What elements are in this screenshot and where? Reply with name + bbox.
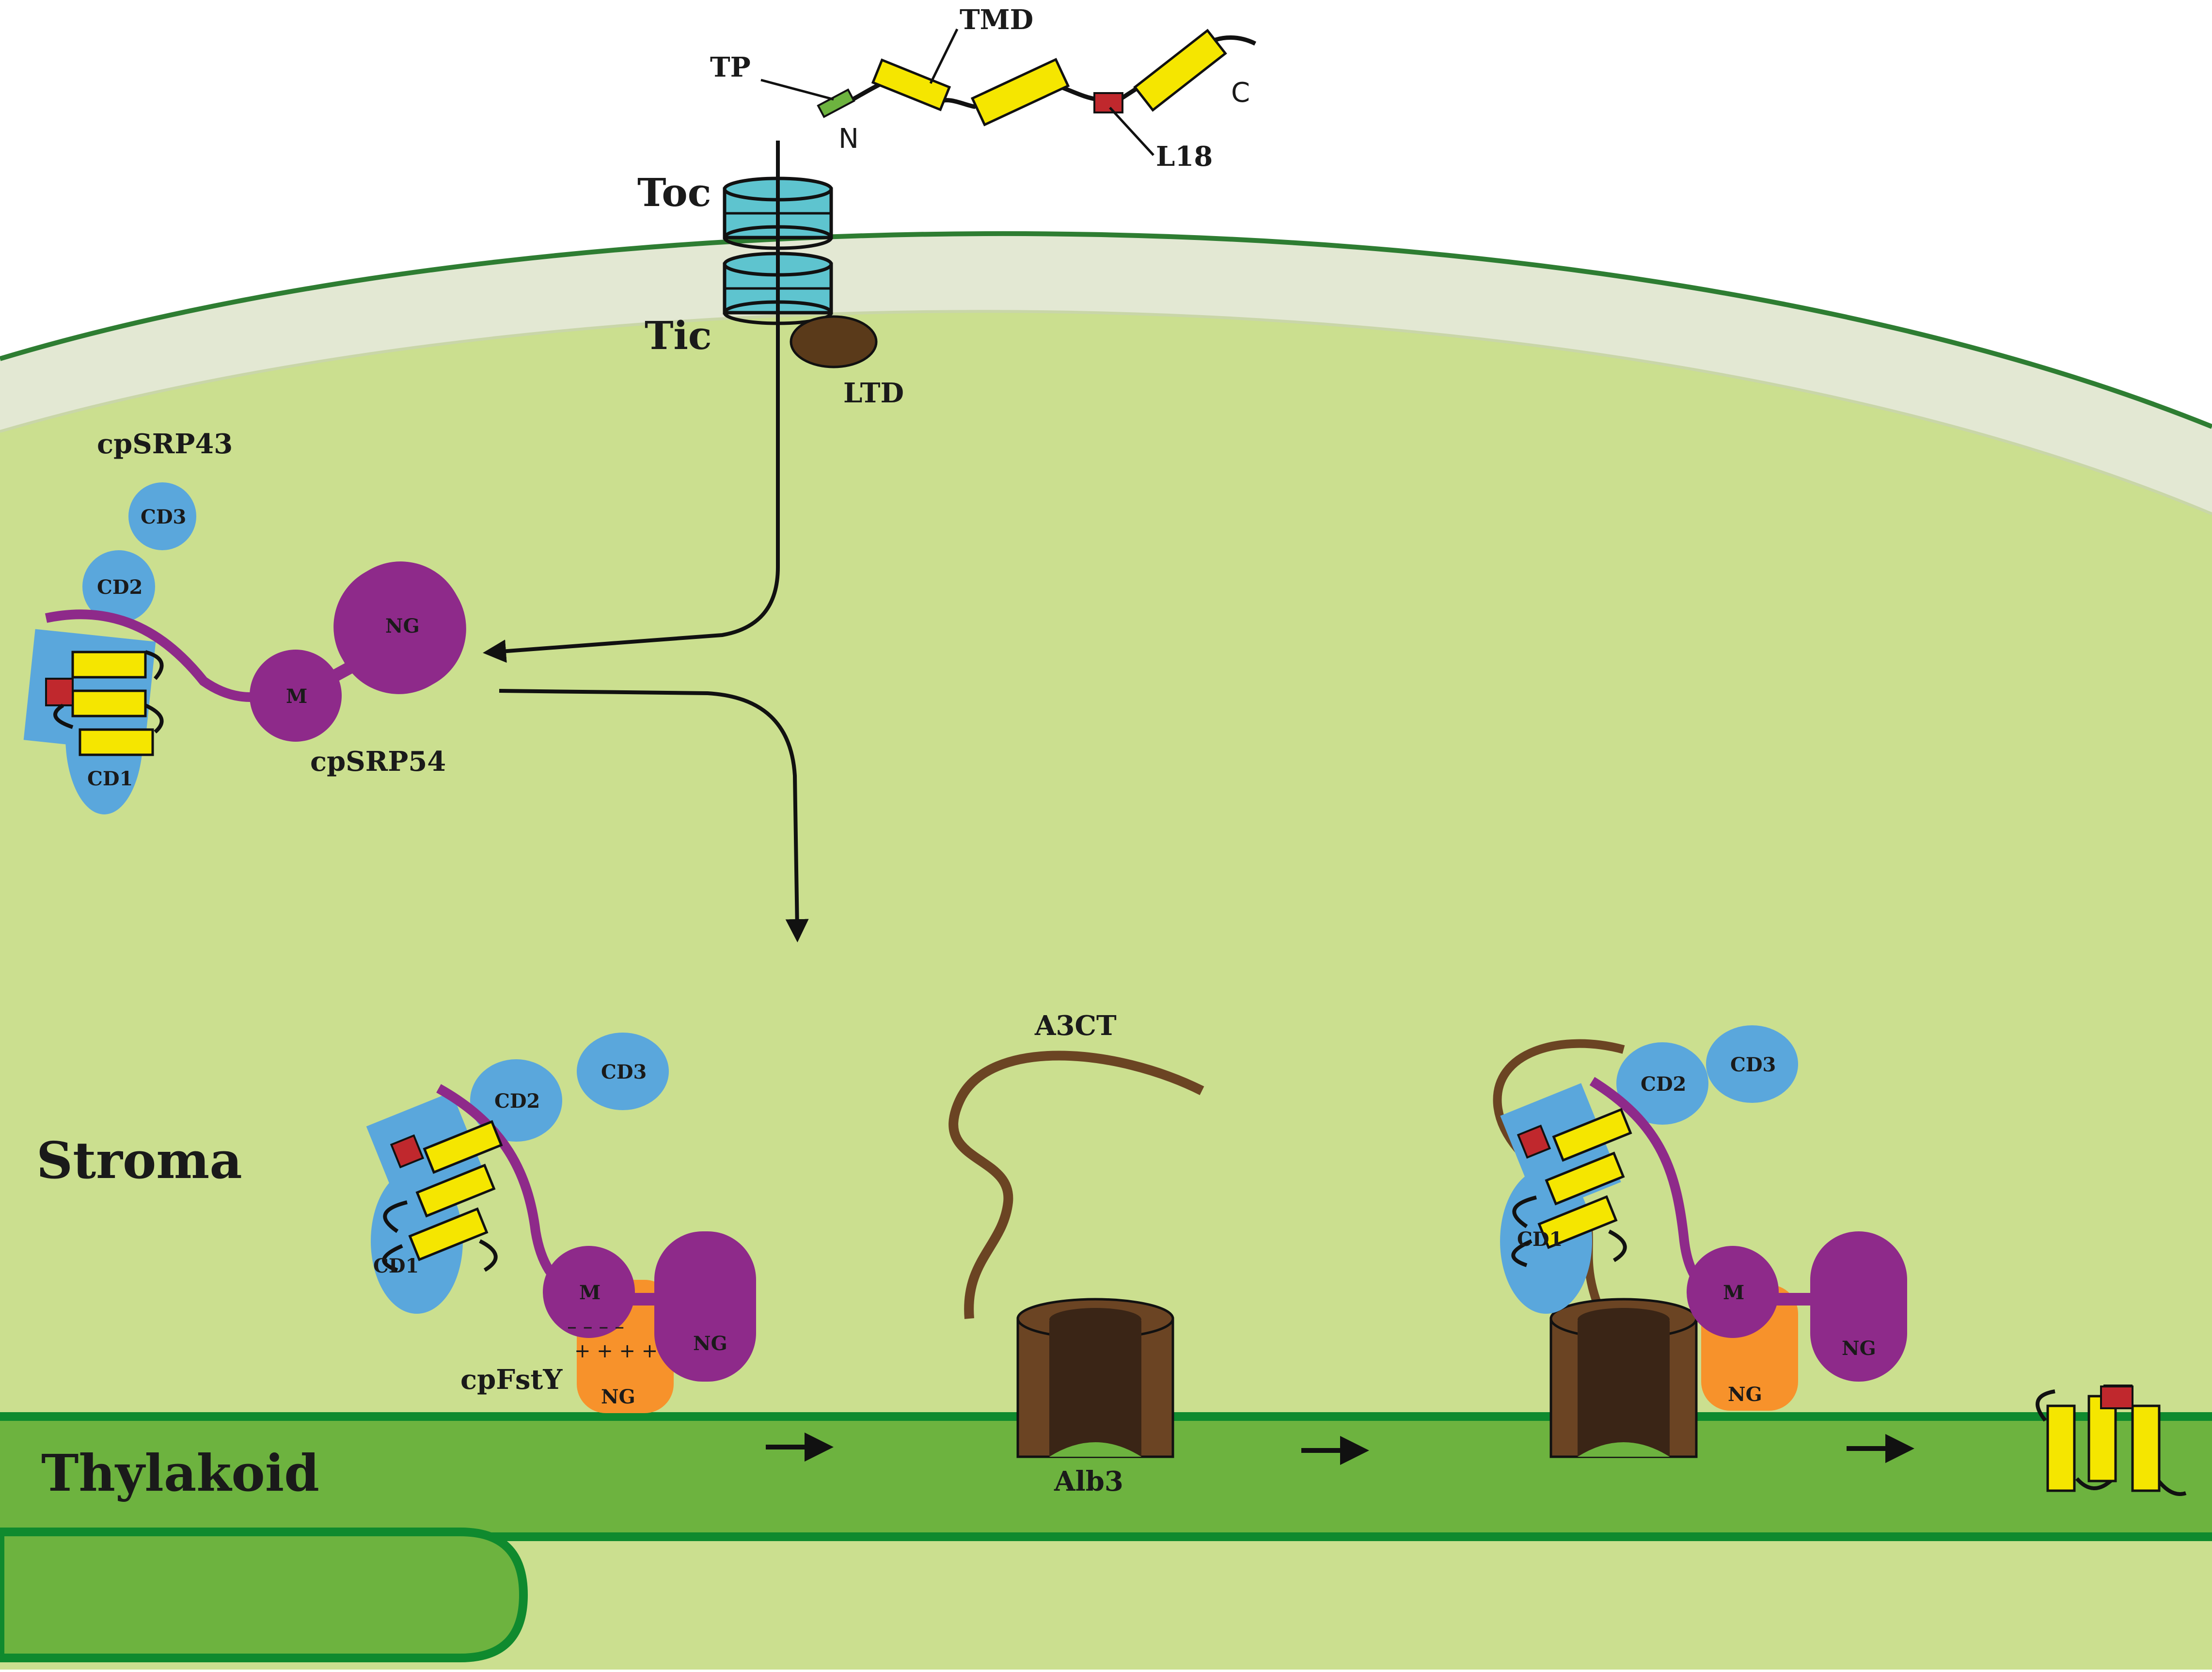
label-ng-c: NG (601, 1385, 635, 1408)
label-ng-d: NG (1842, 1337, 1876, 1360)
toc-complex (723, 176, 833, 250)
cd2-domain (82, 550, 155, 623)
label-cd2-a: CD2 (97, 576, 142, 599)
label-tic: Tic (645, 313, 712, 358)
label-tp: TP (710, 51, 751, 83)
label-cd3-a: CD3 (141, 506, 186, 528)
charge-positive: + + + + (574, 1340, 658, 1362)
precursor-protein (760, 28, 1257, 156)
process-arrows (766, 1433, 1914, 1465)
label-cd1-a: CD1 (87, 767, 133, 790)
charge-negative: – – – – (567, 1316, 624, 1338)
label-ng-b: NG (693, 1332, 727, 1355)
thylakoid-grana-stack (0, 1528, 528, 1662)
label-cd3-b: CD3 (601, 1061, 647, 1083)
handover-complex (1493, 1025, 1907, 1458)
label-m-c: M (1723, 1281, 1744, 1304)
tmd-1 (871, 58, 951, 111)
tmd-2 (970, 58, 1070, 127)
label-m-a: M (286, 685, 307, 708)
label-cpsrp43: cpSRP43 (97, 428, 233, 460)
label-a3ct: A3CT (1034, 1010, 1117, 1042)
lhcp-helix-2 (71, 689, 147, 717)
import-path (483, 141, 780, 663)
tic-complex (723, 252, 833, 325)
label-ng-e: NG (1728, 1383, 1762, 1406)
transit-peptide (817, 88, 855, 118)
label-cd2-c: CD2 (1641, 1073, 1686, 1096)
label-cd1-c: CD1 (1517, 1228, 1563, 1251)
transit-complex (23, 482, 466, 814)
ltd-domain (790, 315, 878, 368)
label-cpftsy: cpFstY (460, 1364, 563, 1396)
label-m-b: M (579, 1281, 600, 1304)
tmd-3 (1133, 29, 1227, 112)
label-toc: Toc (637, 170, 711, 215)
label-n-terminus: N (838, 123, 859, 155)
label-cpsrp54: cpSRP54 (310, 746, 446, 778)
envelope-inner-membrane (0, 310, 2212, 515)
label-ltd: LTD (843, 377, 904, 409)
label-alb3: Alb3 (1054, 1465, 1123, 1497)
label-c-terminus: C (1231, 77, 1250, 109)
lhcp-helix-1 (71, 651, 147, 679)
alb3-insertase (948, 1051, 1204, 1458)
label-cd2-b: CD2 (494, 1090, 540, 1113)
label-ng-a: NG (385, 615, 420, 637)
lhcp-helix-3 (79, 728, 154, 756)
label-thylakoid: Thylakoid (41, 1443, 319, 1503)
label-tmd: TMD (960, 4, 1033, 36)
inserted-lhcp (2036, 1385, 2187, 1496)
l18-motif (1093, 92, 1123, 113)
cd3-domain (128, 482, 196, 550)
label-cd1-b: CD1 (373, 1255, 419, 1277)
label-cd3-c: CD3 (1730, 1053, 1776, 1076)
label-l18: L18 (1156, 141, 1213, 173)
lhcp-l18 (45, 678, 74, 706)
label-stroma: Stroma (36, 1131, 242, 1190)
docking-complex (366, 1033, 756, 1413)
ng-domain (333, 561, 466, 694)
m-domain (250, 650, 342, 742)
envelope-outer-membrane (0, 231, 2212, 429)
targeting-arrow (499, 689, 809, 942)
